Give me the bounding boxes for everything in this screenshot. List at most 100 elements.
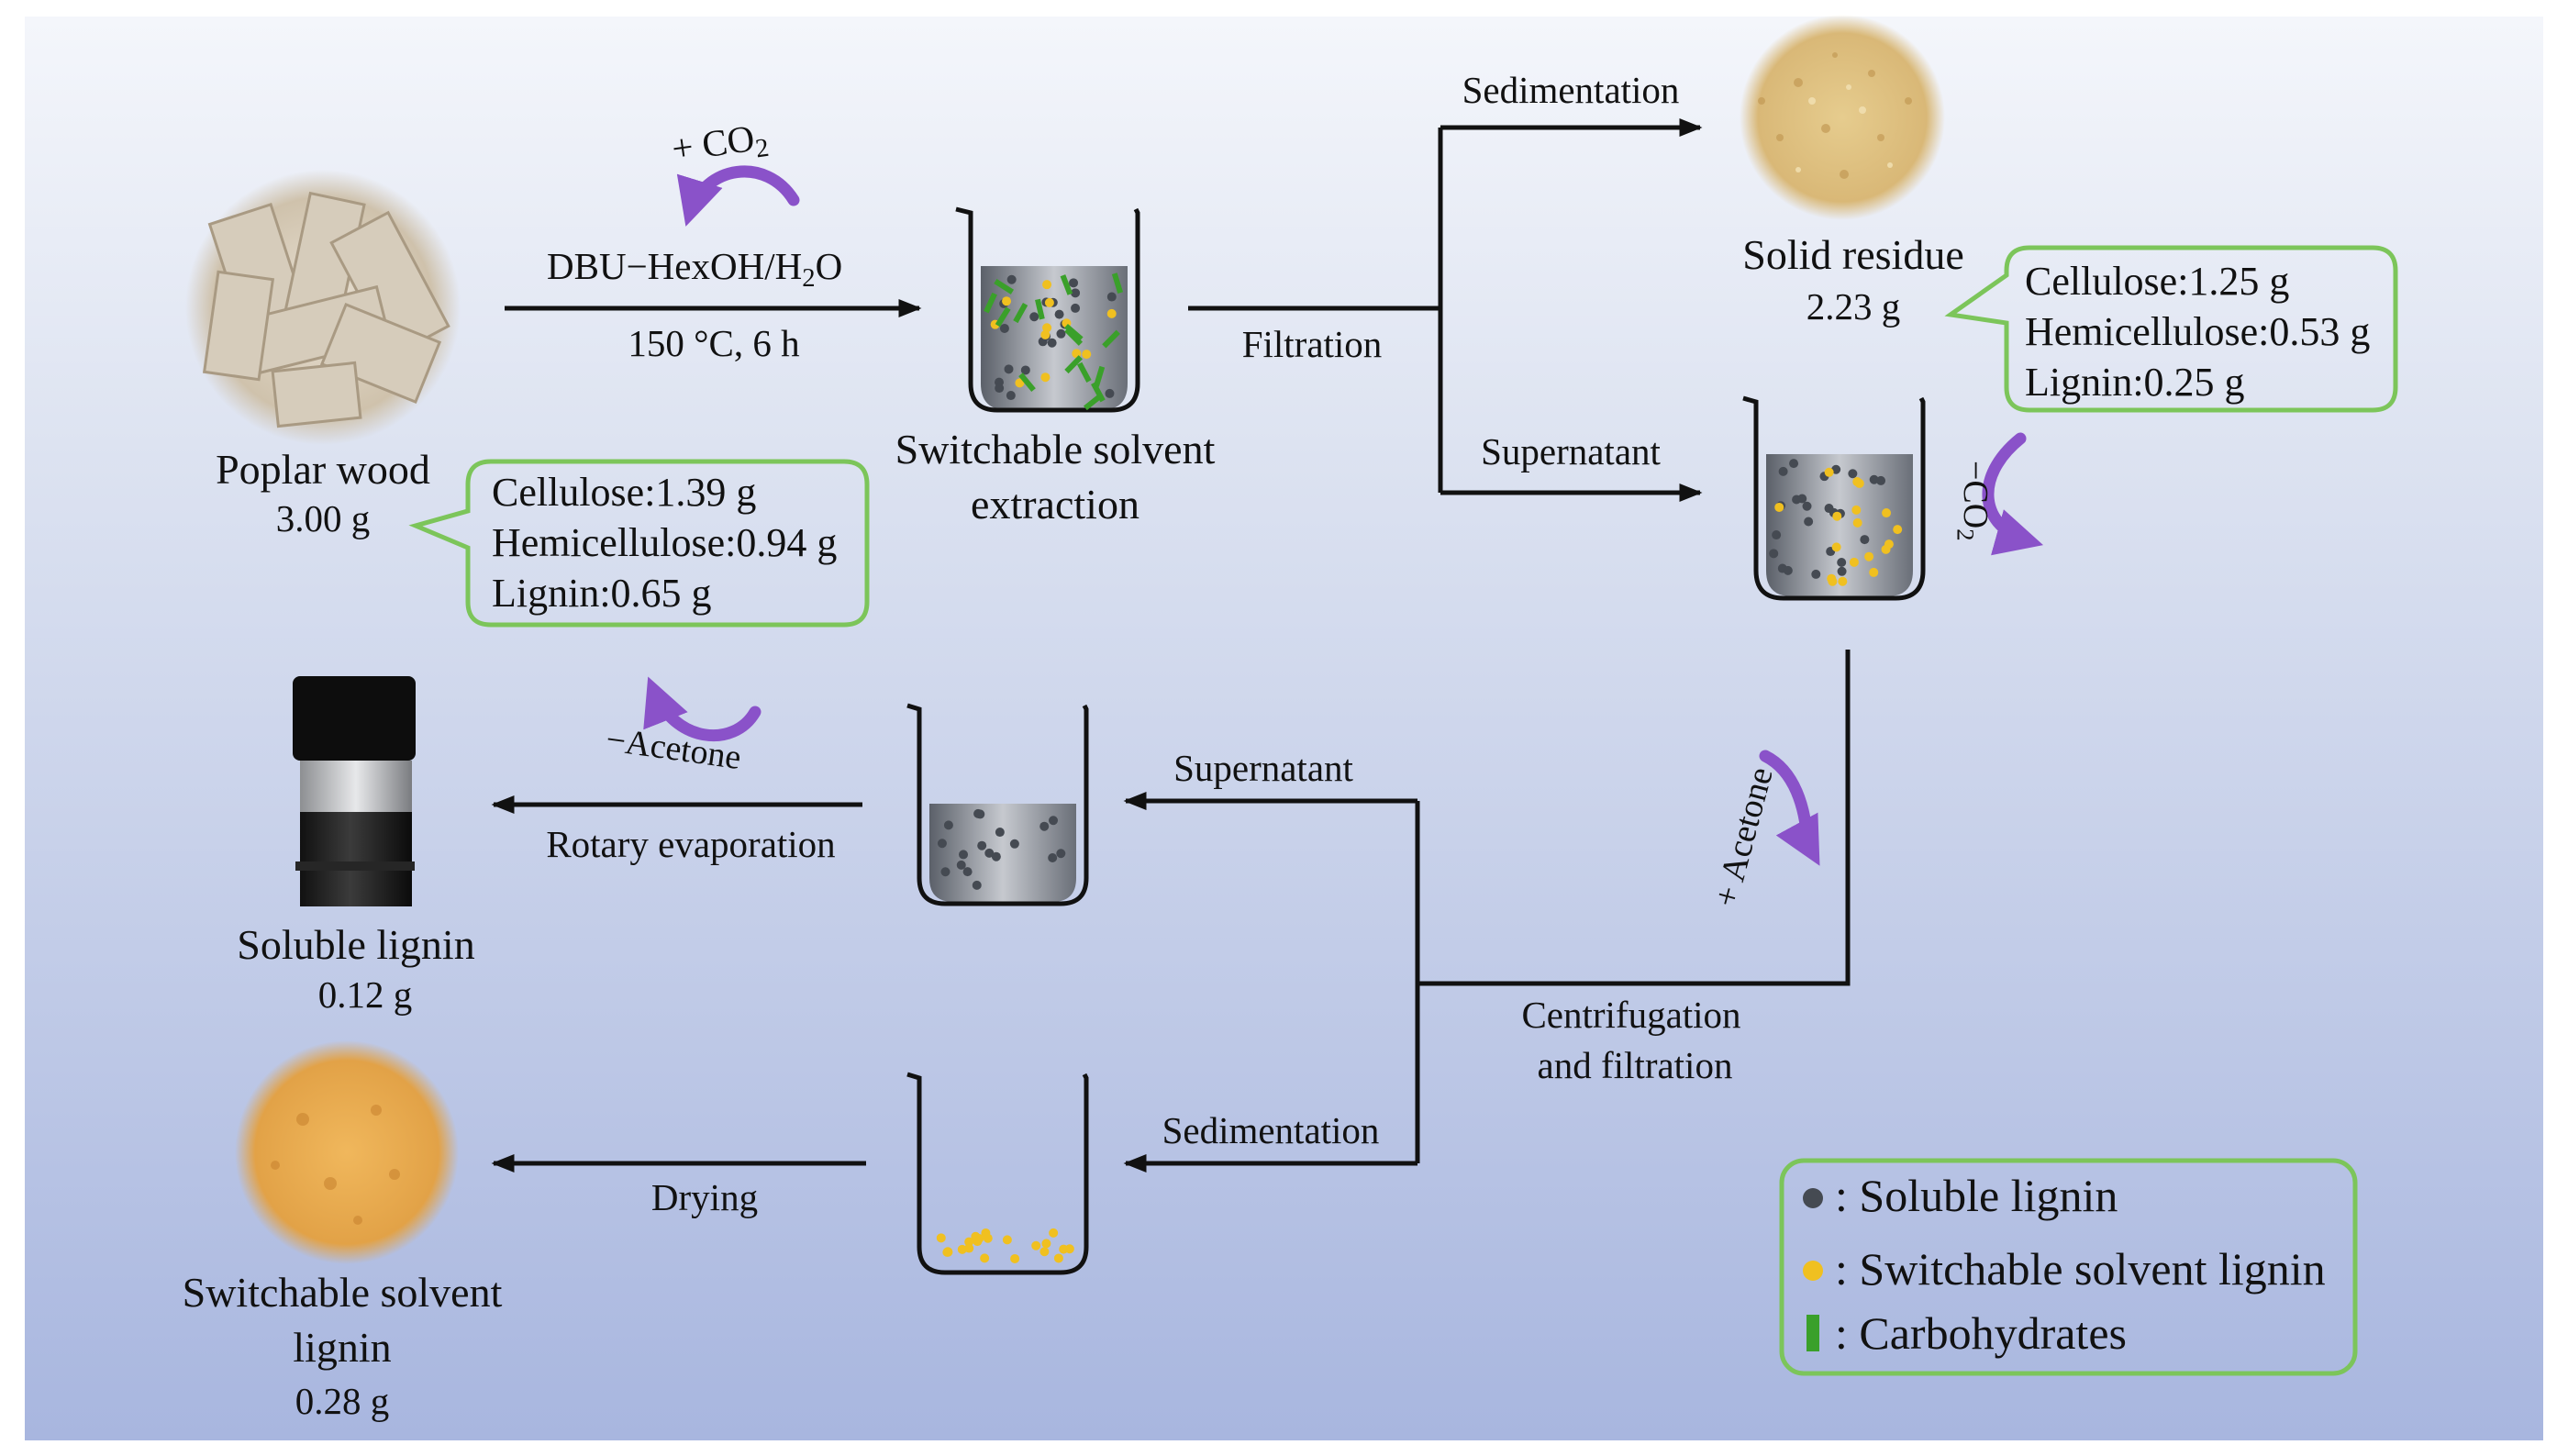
soluble-lignin-particle	[1848, 469, 1858, 479]
carbohydrate-particle	[1060, 274, 1073, 295]
switchable-lignin-particle	[1002, 1235, 1012, 1245]
carbohydrate-particle	[1035, 298, 1045, 320]
switchable-lignin-particle	[1082, 350, 1092, 360]
switchable-lignin-particle	[981, 1228, 991, 1238]
soluble-lignin-particle	[1876, 475, 1886, 485]
mid-supernatant-particles	[937, 808, 1066, 890]
switchable-lignin-particle	[957, 1244, 967, 1254]
soluble-lignin-particle	[1769, 549, 1779, 559]
soluble-lignin-particle	[1831, 464, 1841, 474]
soluble-lignin-particle	[1006, 391, 1016, 401]
process-flow-lines	[491, 118, 1851, 1173]
extraction-particles	[984, 272, 1124, 411]
soluble-lignin-particle	[1039, 821, 1050, 831]
carbohydrate-particle	[995, 306, 1011, 328]
switchable-lignin-particle	[1039, 1247, 1050, 1257]
switchable-lignin-particle	[1049, 1228, 1059, 1238]
soluble-lignin-particle	[1009, 839, 1019, 849]
switchable-lignin-particle	[1044, 297, 1054, 307]
carbohydrate-particle	[994, 278, 1015, 295]
carbohydrate-particle	[1102, 329, 1120, 349]
switchable-lignin-particle	[1010, 1253, 1020, 1263]
carbohydrate-particle	[984, 292, 997, 314]
soluble-lignin-particle	[1029, 312, 1039, 322]
soluble-lignin-particle	[1071, 288, 1081, 298]
soluble-lignin-vial	[293, 676, 416, 906]
switchable-lignin-particle	[1031, 1240, 1041, 1250]
ss-lignin-mass: 0.28 g	[295, 1380, 390, 1422]
soluble-lignin-particle	[995, 383, 1005, 394]
remove-co2-arrow	[1982, 432, 2044, 556]
switchable-lignin-particle	[1864, 551, 1874, 561]
soluble-lignin-particle	[1054, 309, 1064, 319]
feed-cellulose: Cellulose:1.39 g	[492, 470, 757, 515]
drying-label: Drying	[650, 1176, 759, 1218]
carbohydrate-particle	[1064, 324, 1084, 341]
legend-carbohydrates: : Carbohydrates	[1835, 1307, 2127, 1359]
carbohydrate-particle	[1077, 361, 1092, 383]
switchable-lignin-particle	[1002, 296, 1012, 306]
soluble-lignin-particle	[940, 867, 950, 877]
top-sedimentation-label: Sedimentation	[1462, 69, 1680, 111]
switchable-lignin-particle	[1881, 544, 1891, 554]
legend-carbohydrates-marker	[1806, 1315, 1819, 1351]
soluble-lignin-label: Soluble lignin	[237, 921, 475, 968]
soluble-lignin-particle	[1778, 466, 1788, 476]
residue-hemicellulose: Hemicellulose:0.53 g	[2025, 309, 2371, 354]
solvent-system-text: DBU−HexOH/H	[547, 245, 803, 287]
switchable-lignin-particle	[943, 1247, 953, 1257]
soluble-lignin-particle	[972, 880, 982, 890]
soluble-lignin-particle	[1020, 365, 1030, 375]
switchable-lignin-particle	[1042, 280, 1052, 290]
feed-lignin: Lignin:0.65 g	[492, 571, 712, 616]
soluble-lignin-particle	[1056, 849, 1066, 859]
soluble-lignin-particle	[975, 809, 985, 819]
solvent-system-label: DBU−HexOH/H2O	[547, 245, 843, 291]
soluble-lignin-particle	[1105, 388, 1115, 398]
reaction-conditions: 150 °C, 6 h	[628, 322, 800, 364]
poplar-wood-label: Poplar wood	[216, 446, 430, 493]
soluble-lignin-particle	[956, 860, 966, 870]
poplar-wood-mass: 3.00 g	[275, 497, 371, 539]
carbohydrate-particle	[1064, 355, 1083, 374]
soluble-lignin-particle	[1048, 853, 1058, 863]
add-acetone-arrow	[1759, 750, 1820, 866]
soluble-lignin-particle	[999, 323, 1009, 333]
soluble-lignin-particle	[1106, 292, 1117, 302]
soluble-lignin-particle	[937, 839, 947, 849]
ss-lignin-label-line1: Switchable solvent	[182, 1269, 503, 1316]
solid-residue-mass: 2.23 g	[1806, 285, 1901, 328]
soluble-lignin-particle	[1069, 278, 1079, 288]
soluble-lignin-particle	[1772, 530, 1782, 540]
legend-soluble-marker	[1803, 1188, 1823, 1208]
switchable-lignin-particle	[1106, 308, 1117, 318]
switchable-lignin-particle	[1015, 378, 1025, 388]
switchable-lignin-particle	[1854, 478, 1864, 488]
switchable-lignin-particle	[1053, 1253, 1063, 1263]
solvent-subscript: 2	[802, 263, 816, 294]
remove-co2-subscript: 2	[1951, 528, 1980, 541]
switchable-lignin-particle	[1849, 557, 1859, 567]
carbohydrate-particle	[1084, 393, 1103, 411]
soluble-lignin-particle	[991, 851, 1001, 861]
soluble-lignin-particle	[1004, 364, 1014, 374]
soluble-lignin-particle	[1811, 569, 1821, 579]
filtration-label: Filtration	[1241, 323, 1383, 365]
switchable-lignin-particle	[964, 1237, 974, 1247]
carbohydrate-particle	[1013, 302, 1028, 324]
soluble-lignin-particle	[977, 840, 987, 850]
beaker-supernatant-top	[1742, 395, 1926, 601]
carbohydrate-particle	[1064, 328, 1084, 346]
switchable-lignin-particle	[1831, 542, 1841, 552]
switchable-lignin-particle	[1882, 508, 1892, 518]
switchable-lignin-particle	[936, 1233, 946, 1243]
extraction-label-line2: extraction	[971, 481, 1139, 528]
soluble-lignin-particle	[1783, 565, 1793, 575]
top-supernatant-label: Supernatant	[1481, 430, 1661, 472]
solvent-system-suffix: O	[815, 245, 843, 287]
solid-residue-label: Solid residue	[1742, 231, 1964, 278]
switchable-lignin-particle	[1040, 329, 1051, 339]
mid-supernatant-label: Supernatant	[1173, 747, 1353, 789]
switchable-lignin-particle	[1040, 372, 1051, 383]
